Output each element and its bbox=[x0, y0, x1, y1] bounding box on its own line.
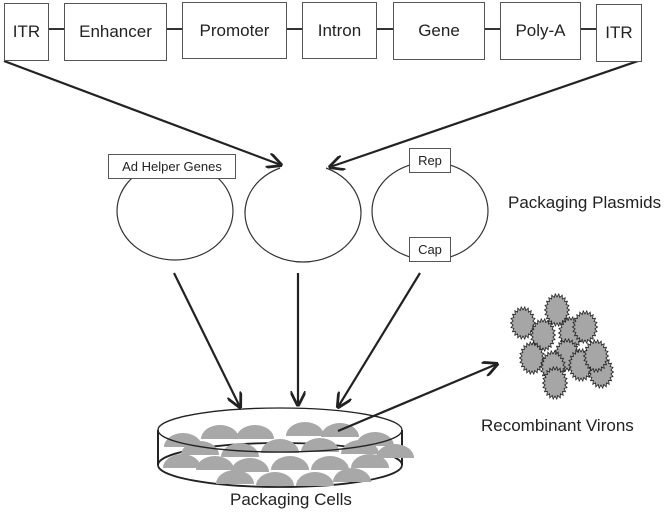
construct-itr-left: ITR bbox=[4, 3, 49, 61]
arrow-right-itr bbox=[330, 58, 642, 167]
cell bbox=[216, 470, 254, 484]
box-label: Gene bbox=[418, 21, 460, 40]
arrow-helper-to-cells bbox=[173, 272, 240, 407]
construct-gene: Gene bbox=[393, 2, 485, 60]
cell bbox=[301, 438, 339, 452]
construct-enhancer: Enhancer bbox=[64, 3, 167, 61]
cell bbox=[163, 454, 201, 468]
cell-cluster bbox=[163, 422, 414, 486]
box-label: ITR bbox=[605, 23, 633, 42]
virion bbox=[529, 317, 557, 353]
cell bbox=[271, 456, 309, 470]
arrow-left-itr bbox=[3, 59, 281, 165]
arrow-repcap-to-cells bbox=[338, 272, 421, 407]
box-label: Promoter bbox=[199, 20, 270, 40]
label-text: Ad Helper Genes bbox=[122, 159, 222, 174]
box-label: Enhancer bbox=[79, 22, 152, 41]
cell bbox=[296, 472, 334, 486]
virion bbox=[518, 340, 546, 376]
rep-label: Rep bbox=[409, 148, 451, 173]
packaging-cells-label: Packaging Cells bbox=[230, 490, 352, 509]
cell bbox=[201, 425, 239, 439]
construct-itr-right: ITR bbox=[596, 4, 642, 62]
virion-cluster bbox=[509, 292, 615, 401]
petri-dish bbox=[157, 407, 414, 488]
label-text: Rep bbox=[418, 153, 442, 168]
packaging-plasmids-label: Packaging Plasmids bbox=[508, 193, 662, 212]
cell bbox=[221, 443, 259, 457]
virion bbox=[543, 292, 571, 328]
construct-intron: Intron bbox=[302, 2, 377, 59]
cell bbox=[231, 458, 269, 472]
ad-helper-genes-label: Ad Helper Genes bbox=[108, 154, 236, 179]
virion bbox=[541, 365, 569, 401]
box-label: ITR bbox=[12, 22, 41, 41]
virion bbox=[582, 338, 610, 374]
construct-promoter: Promoter bbox=[182, 2, 287, 59]
cell bbox=[333, 468, 371, 482]
cell bbox=[261, 439, 299, 453]
cell bbox=[236, 425, 274, 439]
arrow-cells-to-virions bbox=[337, 364, 497, 433]
box-label: Poly-A bbox=[515, 21, 566, 40]
label-text: Cap bbox=[418, 242, 442, 257]
cell bbox=[376, 444, 414, 458]
cell bbox=[196, 456, 234, 470]
plasmid-vector bbox=[244, 167, 362, 263]
cell bbox=[286, 422, 324, 436]
construct-poly-a: Poly-A bbox=[500, 2, 581, 60]
virion bbox=[509, 305, 537, 341]
virion bbox=[571, 309, 599, 345]
box-label: Intron bbox=[317, 20, 362, 40]
cell bbox=[311, 456, 349, 470]
cap-label: Cap bbox=[409, 237, 451, 262]
cell bbox=[256, 472, 294, 486]
recombinant-virions-label: Recombinant Virons bbox=[481, 416, 634, 435]
cell bbox=[351, 454, 389, 468]
